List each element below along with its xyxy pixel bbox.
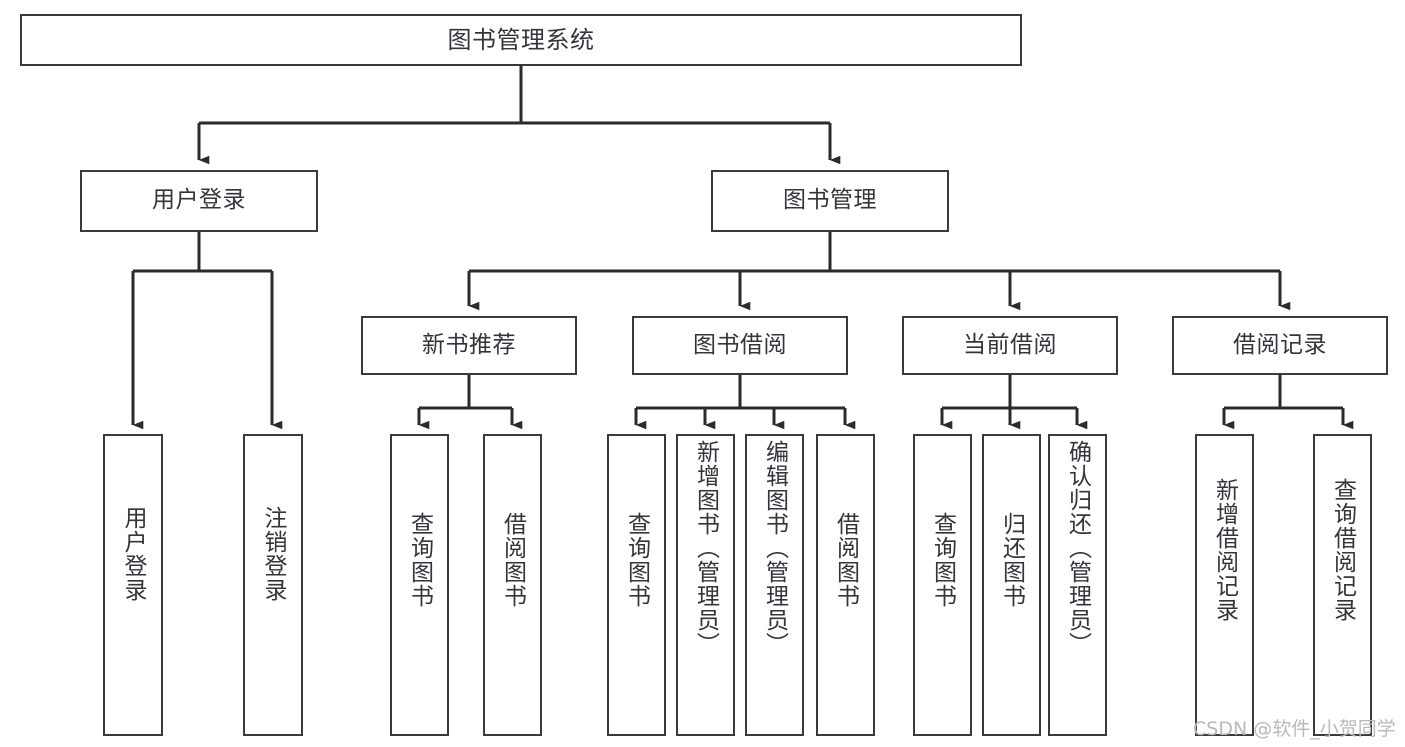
node-label: 借阅图书 <box>832 512 859 608</box>
node-label: 新书推荐 <box>422 331 516 358</box>
node-label: 借阅记录 <box>1233 331 1327 358</box>
leaf-add-book-admin[interactable]: 新增图书（管理员） <box>676 434 735 736</box>
node-label: 查询图书 <box>406 512 433 608</box>
leaf-add-borrow-record[interactable]: 新增借阅记录 <box>1195 434 1254 736</box>
leaf-confirm-return-admin[interactable]: 确认归还（管理员） <box>1048 434 1107 736</box>
node-label: 查询图书 <box>623 512 650 608</box>
node-label: 用户登录 <box>120 506 147 602</box>
leaf-query-book-borrow[interactable]: 查询图书 <box>607 434 666 736</box>
node-label: 新增借阅记录 <box>1211 478 1238 622</box>
csdn-watermark: CSDN @软件_小贺同学 <box>1193 718 1396 740</box>
node-label: 归还图书 <box>998 512 1025 608</box>
node-label: 注销登录 <box>260 506 287 602</box>
leaf-return-book[interactable]: 归还图书 <box>982 434 1041 736</box>
leaf-query-book-current[interactable]: 查询图书 <box>913 434 972 736</box>
node-book-borrow[interactable]: 图书借阅 <box>632 316 848 375</box>
node-borrow-records[interactable]: 借阅记录 <box>1172 316 1388 375</box>
leaf-logout[interactable]: 注销登录 <box>243 434 303 736</box>
leaf-borrow-book-recommend[interactable]: 借阅图书 <box>483 434 542 736</box>
leaf-query-book-recommend[interactable]: 查询图书 <box>390 434 449 736</box>
node-root-book-management-system[interactable]: 图书管理系统 <box>20 14 1022 66</box>
node-label: 用户登录 <box>152 187 246 214</box>
node-book-management[interactable]: 图书管理 <box>711 170 949 232</box>
node-label: 确认归还（管理员） <box>1064 440 1091 656</box>
leaf-borrow-book[interactable]: 借阅图书 <box>816 434 875 736</box>
node-label: 图书管理 <box>783 187 877 214</box>
node-new-book-recommend[interactable]: 新书推荐 <box>361 316 577 375</box>
node-label: 编辑图书（管理员） <box>761 440 788 656</box>
node-label: 查询图书 <box>929 512 956 608</box>
node-label: 当前借阅 <box>963 331 1057 358</box>
node-current-borrow[interactable]: 当前借阅 <box>902 316 1118 375</box>
node-label: 查询借阅记录 <box>1329 478 1356 622</box>
leaf-query-borrow-record[interactable]: 查询借阅记录 <box>1313 434 1372 736</box>
node-label: 借阅图书 <box>499 512 526 608</box>
node-user-login[interactable]: 用户登录 <box>80 170 318 232</box>
node-label: 图书借阅 <box>693 331 787 358</box>
node-label: 图书管理系统 <box>447 25 595 54</box>
leaf-user-login[interactable]: 用户登录 <box>103 434 163 736</box>
node-label: 新增图书（管理员） <box>692 440 719 656</box>
leaf-edit-book-admin[interactable]: 编辑图书（管理员） <box>745 434 804 736</box>
